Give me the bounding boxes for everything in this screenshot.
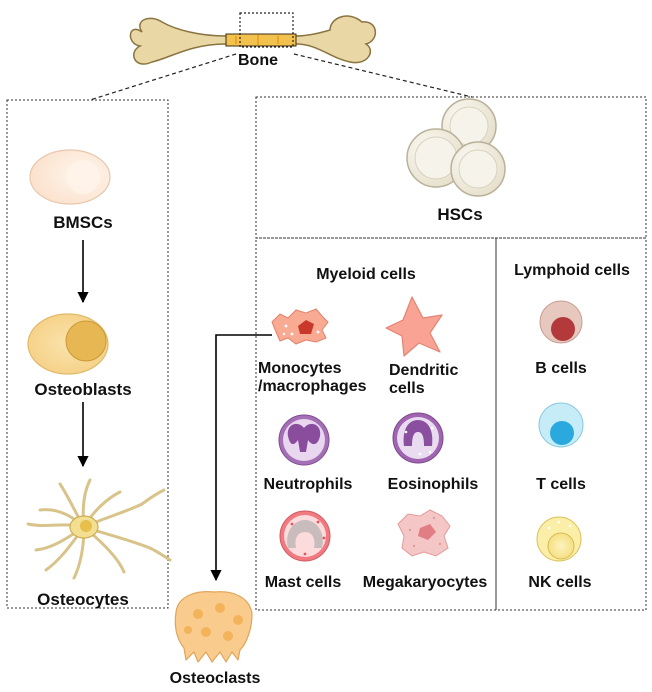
megakaryocyte-icon — [397, 509, 451, 557]
osteocyte-label: Osteocytes — [37, 590, 129, 609]
bmsc-cell-icon — [29, 149, 111, 205]
t-cell-icon — [538, 402, 584, 448]
bone-label: Bone — [238, 52, 278, 69]
osteoclast-icon — [174, 591, 253, 663]
t-cell-label: T cells — [536, 476, 586, 493]
hsc-label: HSCs — [437, 205, 483, 224]
macrophage-icon — [271, 308, 329, 345]
mast-cell-label: Mast cells — [264, 574, 342, 591]
myeloid-heading: Myeloid cells — [316, 266, 416, 283]
nk-cell-label: NK cells — [528, 574, 592, 591]
b-cell-icon — [539, 300, 583, 344]
hsc-cluster-icon — [406, 98, 506, 197]
bone-icon — [129, 12, 376, 65]
dendritic-label: Dendritic cells — [389, 362, 459, 397]
bmsc-label: BMSCs — [53, 213, 113, 232]
monocyte-label: Monocytes /macrophages — [258, 360, 367, 395]
osteocyte-cell-icon — [26, 478, 172, 580]
dendritic-cell-icon — [385, 296, 443, 357]
nk-cell-icon — [536, 516, 582, 562]
megakaryocyte-label: Megakaryocytes — [362, 574, 488, 591]
osteoblast-cell-icon — [27, 313, 109, 375]
lymphoid-heading: Lymphoid cells — [514, 262, 630, 279]
neutrophil-label: Neutrophils — [263, 476, 353, 493]
b-cell-label: B cells — [535, 360, 587, 377]
eosinophil-label: Eosinophils — [387, 476, 479, 493]
monocyte-to-osteoclast-arrow — [210, 334, 272, 582]
hsc-panel — [255, 96, 647, 239]
neutrophil-icon — [278, 414, 330, 466]
mast-cell-icon — [279, 510, 331, 562]
eosinophil-icon — [392, 412, 444, 464]
msc-lineage-panel — [6, 99, 169, 609]
osteoblast-label: Osteoblasts — [34, 380, 132, 399]
osteoclast-label: Osteoclasts — [169, 670, 261, 687]
lymphoid-panel — [495, 237, 647, 611]
